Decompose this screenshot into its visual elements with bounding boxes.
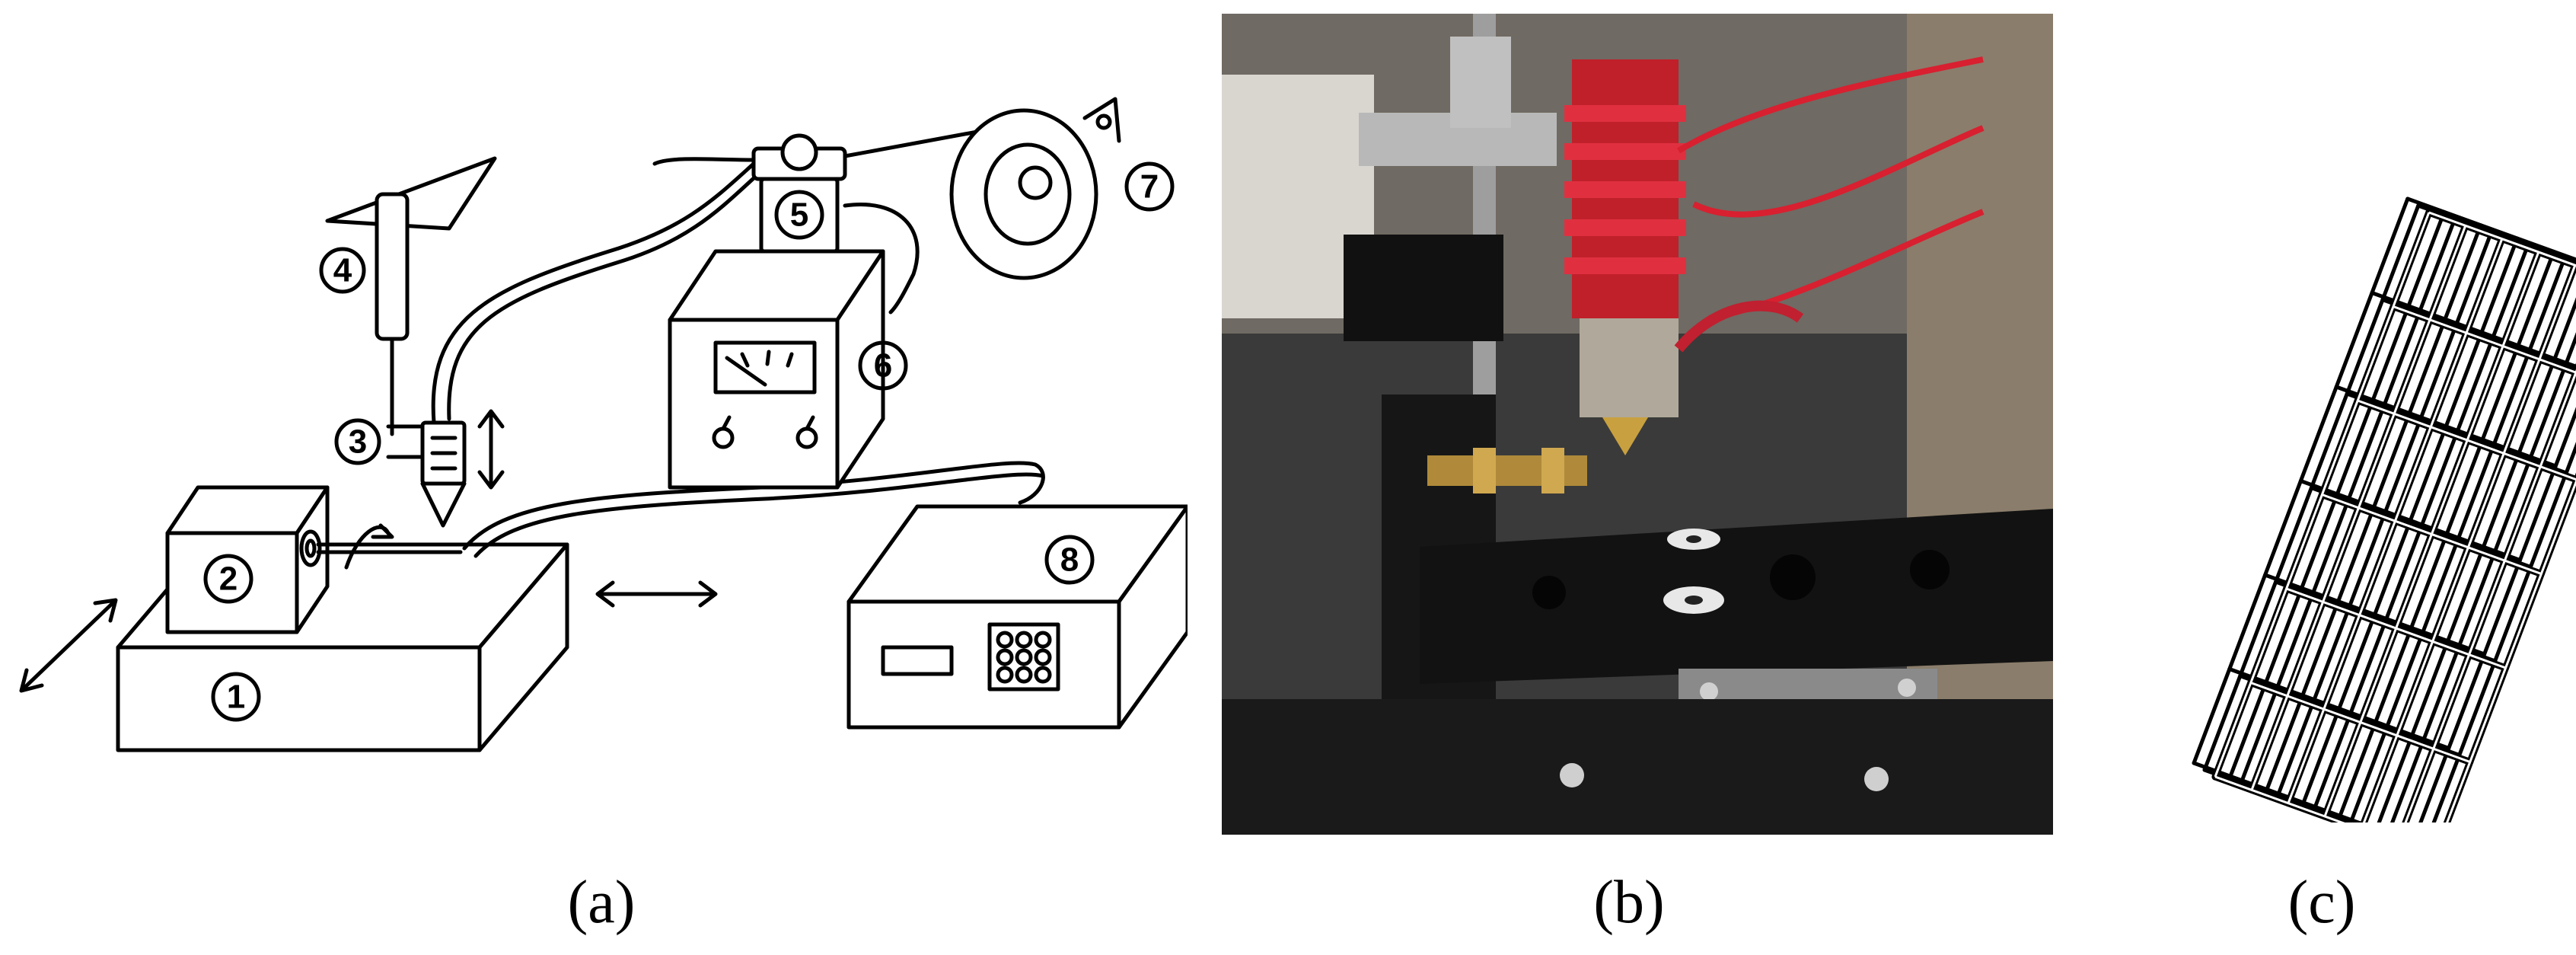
fiber-arrow (371, 523, 394, 539)
lattice-highlight (2214, 211, 2576, 858)
syringe: 4 (319, 156, 497, 436)
motor-box: 2 (165, 485, 330, 634)
motion-stage (1222, 509, 2053, 835)
photo-illustration (1222, 14, 2053, 835)
lattice-strut (2411, 407, 2576, 845)
lattice-strut (2338, 249, 2556, 818)
controller-box: 8 (846, 504, 1190, 730)
caption-a: (a) (567, 869, 636, 936)
setup-photograph (1222, 14, 2053, 835)
nozzle: 3 (334, 409, 505, 528)
tube-stage-controller (462, 461, 1045, 551)
lattice-strut-inner (2214, 212, 2431, 778)
spool-label: 7 (1140, 168, 1159, 206)
mandrel-rod (316, 542, 463, 554)
power-supply-label: 6 (874, 347, 892, 385)
caption-b: (b) (1593, 869, 1665, 936)
tube-nozzle-feeder (431, 161, 756, 425)
lattice-strut-inner (2433, 478, 2576, 857)
motor-label: 2 (219, 561, 238, 598)
lattice-layer (2192, 196, 2576, 845)
setup-schematic: 1 2 4 3 (19, 97, 1190, 752)
lattice-strut (2405, 196, 2576, 262)
lattice-strut-inner (2428, 211, 2576, 267)
filament-spool: 7 (843, 97, 1175, 280)
horizontal-motion-arrow (595, 580, 718, 608)
power-supply-box: 6 (668, 203, 920, 490)
lattice-strut-inner (2393, 305, 2576, 374)
heatsink (1564, 59, 1686, 318)
feeder-label: 5 (790, 196, 808, 234)
stage-label: 1 (227, 679, 245, 716)
lattice-structure (2192, 196, 2576, 860)
schematic-panel: 1 2 4 3 (0, 0, 1190, 807)
lattice-panel (2055, 0, 2576, 860)
vertical-motion-arrow (477, 409, 505, 490)
caption-c: (c) (2287, 869, 2356, 936)
syringe-label: 4 (333, 252, 352, 289)
nozzle-label: 3 (349, 423, 367, 461)
controller-label: 8 (1060, 541, 1079, 579)
feeder: 5 (751, 133, 847, 254)
lattice-strut (2374, 297, 2576, 832)
depth-motion-arrow (19, 598, 118, 693)
